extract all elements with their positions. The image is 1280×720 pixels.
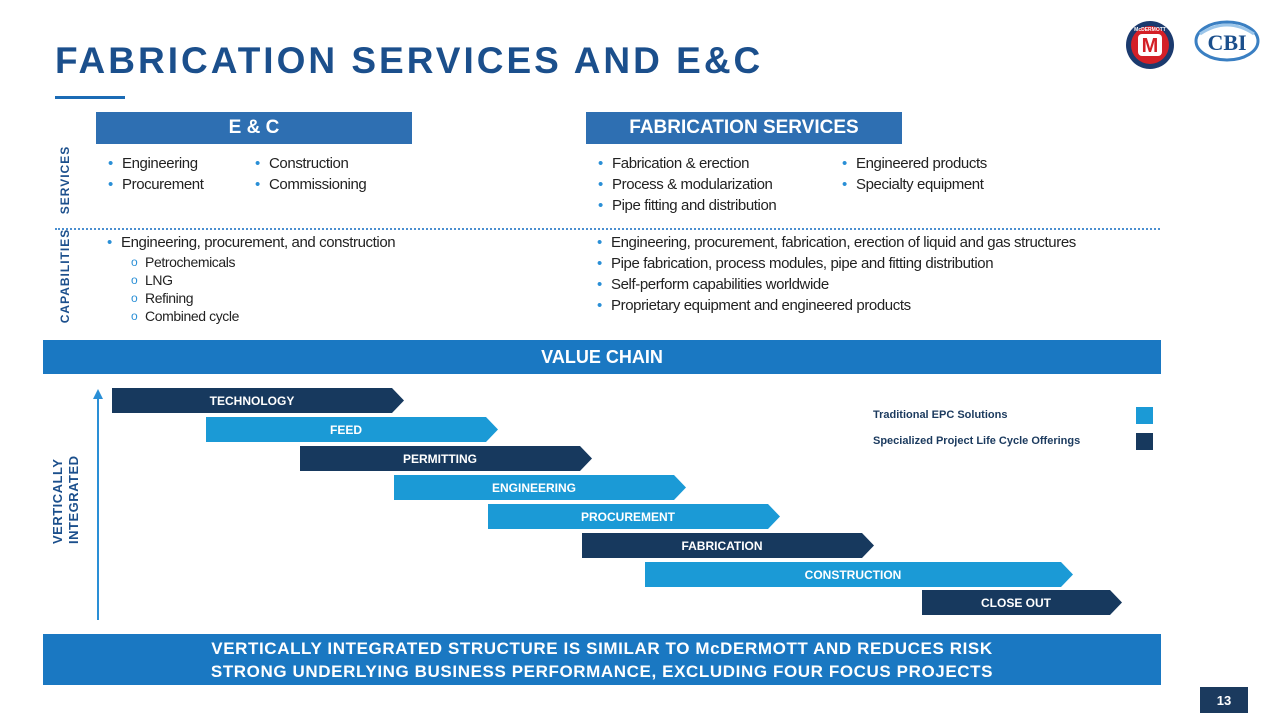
legend-specialized-label: Specialized Project Life Cycle Offerings [873, 435, 1081, 447]
step-close-out: CLOSE OUT [922, 590, 1122, 615]
list-item: Construction [255, 153, 366, 174]
list-item: Engineered products [842, 153, 987, 174]
page-title: FABRICATION SERVICES AND E&C [55, 40, 764, 81]
step-technology: TECHNOLOGY [112, 388, 404, 413]
legend-traditional-swatch [1136, 407, 1153, 424]
legend-traditional-label: Traditional EPC Solutions [873, 409, 1008, 421]
list-item: Procurement [108, 174, 204, 195]
cbi-logo-text: CBI [1207, 30, 1246, 55]
list-item: Pipe fabrication, process modules, pipe … [597, 253, 1076, 274]
list-item: Fabrication & erection [598, 153, 776, 174]
list-item: Commissioning [255, 174, 367, 195]
ec-capability-main: Engineering, procurement, and constructi… [121, 234, 396, 251]
list-item: Pipe fitting and distribution [598, 195, 777, 216]
vertical-arrow [97, 398, 99, 620]
title-underline [55, 96, 125, 99]
capabilities-row-label: CAPABILITIES [58, 228, 72, 324]
cbi-logo: CBI [1194, 20, 1260, 62]
fab-services-list-2: Engineered products Specialty equipment [842, 153, 987, 195]
step-procurement: PROCUREMENT [488, 504, 780, 529]
fabrication-services-header: FABRICATION SERVICES [586, 112, 902, 144]
list-item: Combined cycle [131, 307, 395, 325]
list-item: Petrochemicals [131, 253, 395, 271]
value-chain-bar: VALUE CHAIN [43, 340, 1161, 374]
step-fabrication: FABRICATION [582, 533, 874, 558]
list-item: Engineering, procurement, and constructi… [107, 232, 396, 325]
ec-header: E & C [96, 112, 412, 144]
list-item: Engineering [108, 153, 203, 174]
summary-line-2: STRONG UNDERLYING BUSINESS PERFORMANCE, … [210, 661, 994, 681]
services-row-label: SERVICES [58, 145, 72, 215]
list-item: Specialty equipment [842, 174, 987, 195]
legend-specialized-swatch [1136, 433, 1153, 450]
list-item: Proprietary equipment and engineered pro… [597, 295, 1076, 316]
list-item: Refining [131, 289, 395, 307]
mcdermott-logo-name: McDERMOTT [1134, 27, 1166, 33]
ec-services-list-2: Construction Commissioning [255, 153, 367, 195]
list-item: Process & modularization [598, 174, 776, 195]
arrow-up-icon [93, 389, 103, 399]
step-construction: CONSTRUCTION [645, 562, 1073, 587]
mcdermott-logo: M McDERMOTT [1126, 21, 1174, 69]
page-number: 13 [1200, 687, 1248, 713]
fab-capabilities-list: Engineering, procurement, fabrication, e… [597, 232, 1076, 316]
ec-services-list-1: Engineering Procurement [108, 153, 204, 195]
ec-capabilities-list: Engineering, procurement, and constructi… [107, 232, 396, 325]
vertically-integrated-label: VERTICALLY INTEGRATED [50, 455, 81, 544]
summary-line-1: VERTICALLY INTEGRATED STRUCTURE IS SIMIL… [211, 638, 993, 658]
fab-services-list-1: Fabrication & erection Process & modular… [598, 153, 777, 216]
step-feed: FEED [206, 417, 498, 442]
step-engineering: ENGINEERING [394, 475, 686, 500]
list-item: LNG [131, 271, 395, 289]
list-item: Engineering, procurement, fabrication, e… [597, 232, 1076, 253]
list-item: Self-perform capabilities worldwide [597, 274, 1076, 295]
ec-capability-sublist: Petrochemicals LNG Refining Combined cyc… [131, 253, 395, 325]
step-permitting: PERMITTING [300, 446, 592, 471]
section-divider [55, 228, 1160, 230]
mcdermott-logo-mark: M [1142, 35, 1159, 57]
bottom-summary-bar: VERTICALLY INTEGRATED STRUCTURE IS SIMIL… [43, 634, 1161, 685]
